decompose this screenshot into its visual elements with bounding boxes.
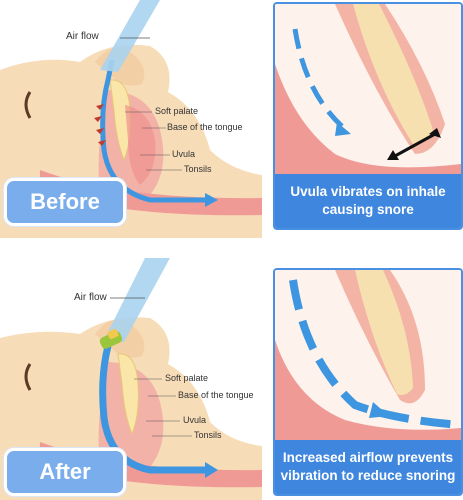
after-caption-line2: vibration to reduce snoring xyxy=(280,468,456,483)
after-eye xyxy=(24,363,32,391)
after-label-air-flow: Air flow xyxy=(74,292,107,303)
before-label-air-flow: Air flow xyxy=(66,31,99,42)
before-caption: Uvula vibrates on inhale causing snore xyxy=(275,174,461,228)
before-label-base-tongue: Base of the tongue xyxy=(167,122,243,132)
after-label-tonsils: Tonsils xyxy=(194,430,222,440)
before-airway-arrowhead xyxy=(205,193,218,207)
before-label-uvula: Uvula xyxy=(172,149,196,159)
before-zoom-svg xyxy=(275,4,461,174)
after-caption: Increased airflow prevents vibration to … xyxy=(275,440,461,494)
before-label-soft-palate: Soft palate xyxy=(155,106,199,116)
after-zoom-airway xyxy=(289,279,461,429)
after-label-uvula: Uvula xyxy=(183,415,207,425)
before-head-illustration: Air flow Soft palate Base of the tongue … xyxy=(0,0,262,238)
after-airway-arrowhead xyxy=(205,462,218,478)
after-airflow-cone xyxy=(104,258,170,342)
before-zoom-airway xyxy=(292,28,347,131)
before-tongue xyxy=(125,105,156,185)
after-head-illustration: Air flow Soft palate Base of the tongue … xyxy=(0,258,262,500)
after-soft-palate xyxy=(117,353,139,436)
before-tag: Before xyxy=(4,178,126,226)
after-caption-line1: Increased airflow prevents xyxy=(282,450,454,465)
before-red-arrows xyxy=(94,104,106,146)
before-label-tonsils: Tonsils xyxy=(184,164,212,174)
before-airway xyxy=(100,59,205,203)
before-zoom-uvula xyxy=(353,4,433,144)
before-eye xyxy=(24,91,32,119)
before-airflow-cone xyxy=(100,0,160,72)
after-nasal-plug xyxy=(99,328,123,349)
after-label-soft-palate: Soft palate xyxy=(165,373,209,383)
after-zoom-svg xyxy=(275,270,461,440)
before-caption-line2: causing snore xyxy=(322,202,414,217)
after-zoom-back-wall xyxy=(275,340,461,440)
after-airway xyxy=(99,345,205,474)
after-label-base-tongue: Base of the tongue xyxy=(178,390,254,400)
before-caption-line1: Uvula vibrates on inhale xyxy=(290,184,446,199)
after-zoom-panel: Increased airflow prevents vibration to … xyxy=(273,268,463,496)
before-zoom-vibrate-arrow xyxy=(394,132,436,158)
before-zoom-panel: Uvula vibrates on inhale causing snore xyxy=(273,2,463,230)
after-zoom-uvula xyxy=(355,270,413,396)
before-zoom-back-wall xyxy=(275,64,461,174)
after-tag: After xyxy=(4,448,126,496)
